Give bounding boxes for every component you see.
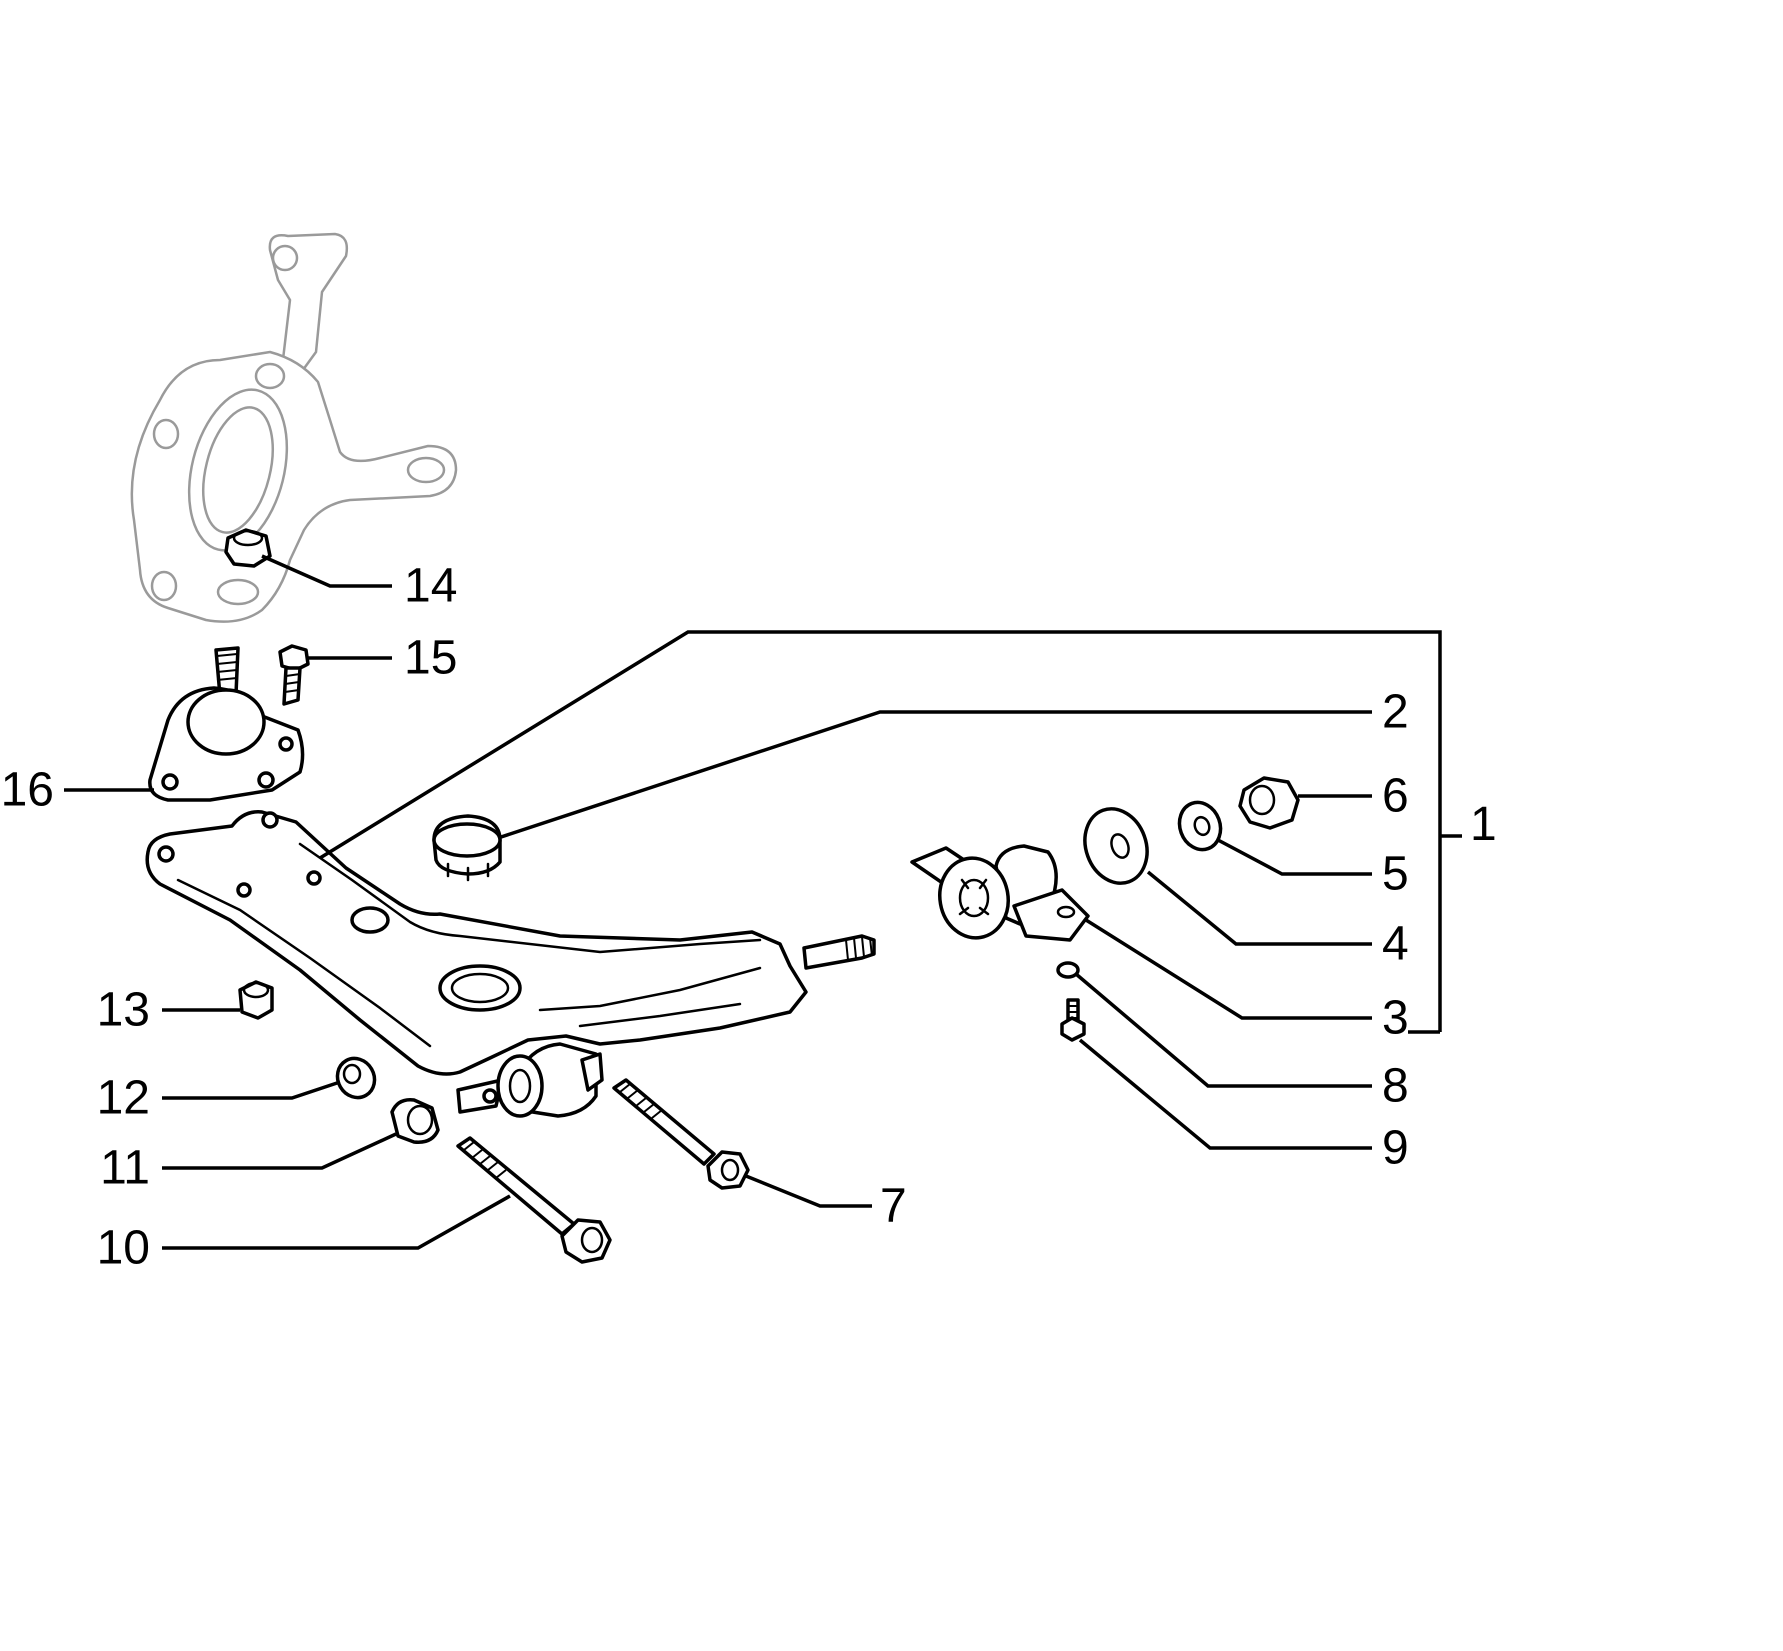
part-6-nut [1238, 776, 1300, 830]
part-5-small-washer [1177, 800, 1223, 852]
part-12-flanged-nut [335, 1056, 377, 1100]
callout-1: 1 [1470, 798, 1497, 851]
callout-3: 3 [1382, 992, 1409, 1045]
callout-16: 16 [1, 764, 54, 817]
callout-2: 2 [1382, 686, 1409, 739]
callout-14: 14 [404, 560, 457, 613]
callout-10: 10 [97, 1222, 150, 1275]
leader-9 [1078, 1038, 1372, 1150]
callout-5: 5 [1382, 848, 1409, 901]
part-3-bushing-bracket [910, 844, 1090, 942]
leader-4 [1146, 870, 1372, 946]
steering-knuckle [130, 232, 458, 623]
part-4-large-washer [1083, 807, 1149, 885]
leader-1 [319, 630, 1442, 1032]
callout-7: 7 [880, 1180, 907, 1233]
part-7-long-bolt [612, 1078, 750, 1190]
leader-lines [64, 554, 1462, 1250]
leader-10 [162, 1194, 511, 1250]
leader-1-bracket [1408, 834, 1462, 1034]
callout-12: 12 [97, 1072, 150, 1125]
part-14-nut [224, 528, 272, 568]
leader-3 [1085, 918, 1372, 1020]
part-16-ball-joint [148, 646, 305, 802]
part-11-spacer [390, 1098, 440, 1144]
part-9-small-bolt [1060, 998, 1086, 1042]
callout-15: 15 [404, 632, 457, 685]
leader-12 [162, 1080, 341, 1100]
part-8-lock-washer [1056, 961, 1080, 979]
callout-9: 9 [1382, 1122, 1409, 1175]
callout-6: 6 [1382, 770, 1409, 823]
callout-11: 11 [100, 1142, 150, 1195]
leader-11 [162, 1132, 397, 1170]
part-15-bolt [278, 644, 310, 706]
callout-labels: 1 2 3 4 5 6 7 8 9 10 11 12 13 14 15 16 [1, 560, 1497, 1275]
leader-2 [497, 710, 1372, 840]
callout-8: 8 [1382, 1060, 1409, 1113]
part-2-cap [432, 814, 502, 882]
part-10-long-bolt [456, 1136, 612, 1264]
callout-4: 4 [1382, 918, 1409, 971]
leader-8 [1074, 972, 1372, 1088]
lower-control-arm [145, 810, 876, 1118]
callout-13: 13 [97, 984, 150, 1037]
leader-5 [1217, 838, 1372, 876]
part-13-nut [238, 980, 274, 1020]
leader-7 [745, 1174, 872, 1208]
leader-14 [261, 554, 392, 588]
